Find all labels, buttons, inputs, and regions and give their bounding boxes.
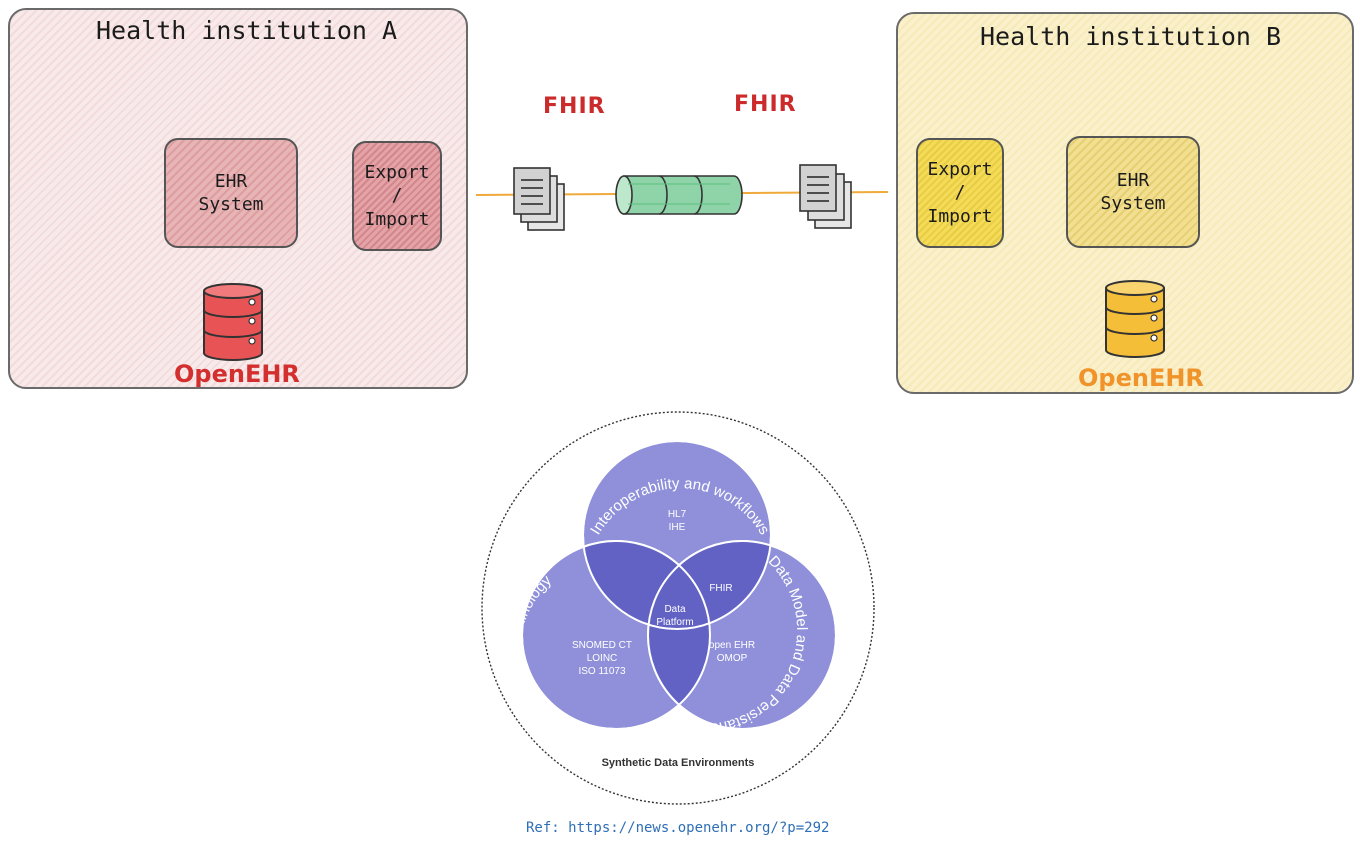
fhir-pipe-icon bbox=[615, 175, 743, 215]
venn-top-item: IHE bbox=[669, 522, 686, 533]
venn-right-item: OMOP bbox=[717, 653, 748, 664]
fhir-document-icon bbox=[513, 167, 565, 231]
export-b-line2: / bbox=[954, 182, 966, 204]
venn-left-item: ISO 11073 bbox=[578, 666, 626, 677]
ehr-system-a-line1: EHR bbox=[214, 170, 248, 192]
venn-center-line1: Data bbox=[664, 604, 686, 615]
reference-link[interactable]: Ref: https://news.openehr.org/?p=292 bbox=[526, 820, 830, 836]
export-a-line2: / bbox=[391, 185, 403, 207]
ehr-system-a-box: EHR System bbox=[164, 138, 298, 248]
openehr-label-a: OpenEHR bbox=[174, 360, 300, 388]
ehr-system-b-box: EHR System bbox=[1066, 136, 1200, 248]
fhir-label-right: FHIR bbox=[734, 92, 797, 117]
venn-center-line2: Platform bbox=[656, 617, 693, 628]
venn-outer-label: Synthetic Data Environments bbox=[602, 757, 755, 769]
ehr-system-b-line1: EHR bbox=[1116, 169, 1150, 191]
venn-left-item: LOINC bbox=[587, 653, 618, 664]
venn-overlap-label: FHIR bbox=[709, 583, 732, 594]
venn-top-item: HL7 bbox=[668, 509, 687, 520]
fhir-document-icon bbox=[799, 164, 852, 229]
database-icon bbox=[1105, 280, 1165, 358]
export-a-line3: Import bbox=[364, 208, 430, 230]
institution-b-title: Health institution B bbox=[980, 22, 1282, 51]
fhir-label-left: FHIR bbox=[543, 94, 606, 119]
export-import-b-box: Export / Import bbox=[916, 138, 1004, 248]
export-a-line1: Export bbox=[364, 161, 430, 183]
venn-diagram: Interoperability and workflows Clinical … bbox=[481, 411, 875, 805]
ehr-system-b-line2: System bbox=[1100, 193, 1166, 214]
ehr-system-a-line2: System bbox=[198, 194, 264, 215]
export-import-a-box: Export / Import bbox=[352, 141, 442, 251]
openehr-label-b: OpenEHR bbox=[1078, 364, 1204, 392]
venn-left-item: SNOMED CT bbox=[572, 640, 632, 651]
venn-right-item: open EHR bbox=[709, 640, 755, 651]
export-b-line3: Import bbox=[927, 205, 993, 227]
export-b-line1: Export bbox=[927, 158, 993, 180]
institution-a-title: Health institution A bbox=[96, 16, 398, 45]
venn-overlap-center bbox=[648, 541, 710, 629]
database-icon bbox=[203, 283, 263, 361]
